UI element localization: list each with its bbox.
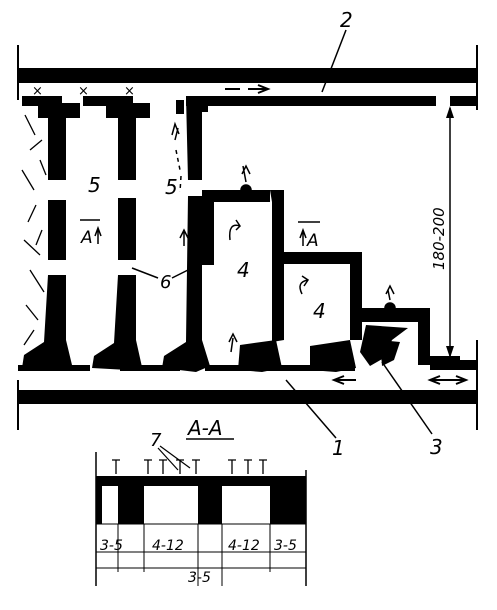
caved-zone-hatching [21,114,47,346]
stepped-benches [202,190,460,372]
svg-text:1: 1 [332,436,345,460]
callout-2: 2 [321,8,353,93]
vertical-dimension: 180-200 [430,106,454,358]
svg-text:A: A [80,228,93,248]
callout-7: 7 [150,430,162,451]
svg-text:3: 3 [430,435,443,459]
pillar-column-1 [22,103,80,370]
zone-5-right-label: 5 [165,175,178,199]
dimension-3-5-a: 3-5 [100,538,123,554]
section-mark-right: A [298,221,320,251]
callout-6: 6 [131,263,201,293]
dimension-4-12-b: 4-12 [228,538,260,554]
zone-4-mid-label: 4 [313,299,326,323]
section-title: A-A [186,416,223,440]
pillar-column-3 [162,96,210,372]
svg-text:×: × [124,84,135,99]
callout-3: 3 [381,361,443,459]
dimension-3-5-c: 3-5 [188,570,211,586]
section-mark-left: A [80,219,102,248]
crosscut-x-marks: × × × [32,84,135,99]
svg-text:6: 6 [160,272,171,293]
roof-bolts [112,459,267,474]
section-a-a: A-A 7 [95,416,307,586]
flow-arrow-lower-left [331,375,356,385]
lower-drift [17,340,478,430]
zone-4-top-label: 4 [237,258,250,282]
upper-drift: × × × [17,45,478,110]
zone-5-left-label: 5 [88,173,101,197]
callout-1: 1 [285,379,345,460]
svg-text:×: × [32,84,43,99]
svg-text:2: 2 [340,8,353,32]
svg-text:×: × [78,84,89,99]
ventilation-arrows [171,121,396,353]
pillar-column-2 [92,103,150,370]
dimension-4-12-a: 4-12 [152,538,184,554]
dimension-label-vertical: 180-200 [430,207,448,270]
dimension-3-5-b: 3-5 [274,538,297,554]
flow-arrow-lower-right [427,375,469,385]
flow-arrow-upper [225,84,271,94]
section-dimension-lines [96,523,306,586]
svg-text:A: A [306,231,319,251]
zone-4-low-label: 4 [376,330,387,351]
